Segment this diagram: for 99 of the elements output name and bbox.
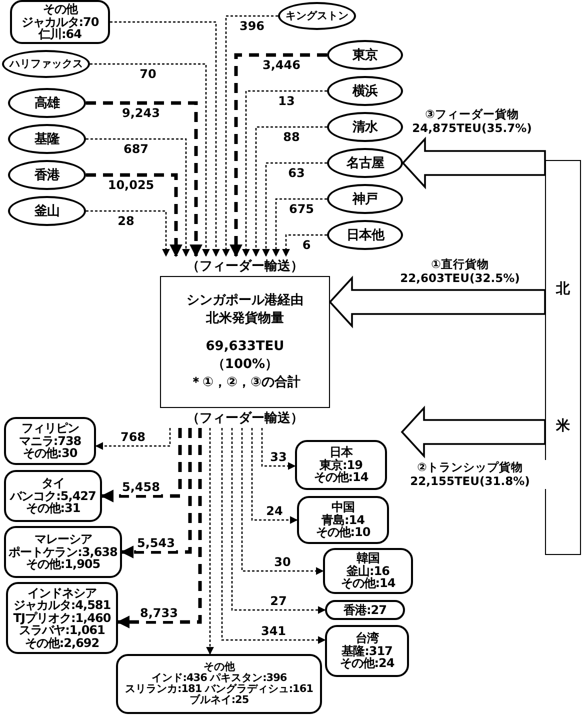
cargo-text: その他:30 <box>22 447 78 460</box>
arrow <box>90 63 210 257</box>
arrow <box>261 428 296 470</box>
region-box <box>295 440 387 490</box>
arrow <box>95 428 171 450</box>
edge-label: 8,733 <box>139 606 179 621</box>
cargo-text: マレーシア <box>34 533 92 546</box>
port-name: キングストン <box>286 9 348 23</box>
cargo-text: バンコク:5,427 <box>10 490 96 502</box>
cargo-text: ジャカルタ:4,581 <box>13 599 111 612</box>
port-name: 横浜 <box>352 83 378 100</box>
port-name: 東京 <box>352 46 378 64</box>
cargo-text: その他:14 <box>314 471 368 484</box>
edge-label: 9,243 <box>121 106 161 121</box>
arrow <box>86 210 170 257</box>
cargo-text: 中国 <box>332 501 354 514</box>
cargo-text: マニラ:738 <box>18 434 82 448</box>
port-name: 日本他 <box>346 227 384 244</box>
cargo-text: 仁川:64 <box>38 28 82 41</box>
cargo-text: その他:31 <box>26 502 80 515</box>
cargo-text: インド:436 パキスタン:396 <box>151 672 287 684</box>
cargo-text: その他 <box>42 3 78 16</box>
total-text: 69,633TEU <box>206 338 284 356</box>
cargo-text: その他:1,905 <box>26 558 100 571</box>
edge-label: 3,446 <box>262 58 302 73</box>
port-name: 清水 <box>352 119 378 136</box>
arrow <box>86 101 202 258</box>
total-text: （100%） <box>212 356 278 374</box>
region-name: 北 <box>556 280 570 298</box>
region-box <box>116 654 322 714</box>
cargo-text: その他:24 <box>340 657 394 670</box>
box-title: 北米発貨物量 <box>206 310 284 328</box>
arrow <box>100 428 182 502</box>
cargo-text: 韓国 <box>356 552 380 565</box>
arrow <box>262 162 327 257</box>
arrow <box>110 21 220 257</box>
cargo-text: その他:14 <box>340 577 396 590</box>
cargo-text: 東京:19 <box>320 458 362 472</box>
arrow <box>120 428 192 558</box>
port-name: 香港 <box>34 167 60 184</box>
edge-label: 5,543 <box>136 536 176 551</box>
edge-label: 10,025 <box>106 178 156 193</box>
arrow <box>272 198 327 257</box>
cargo-text: フィリピン <box>21 422 79 435</box>
cargo-text: 台湾 <box>356 632 378 645</box>
cargo-text: インドネシア <box>28 586 96 600</box>
cargo-text: ジャカルタ:70 <box>21 16 99 28</box>
region-box <box>323 548 413 594</box>
block-arrow <box>402 136 546 190</box>
region-name: 米 <box>556 417 570 435</box>
arrow <box>86 173 182 258</box>
region-box <box>10 0 110 44</box>
region-box <box>4 470 102 522</box>
arrow <box>116 428 202 628</box>
region-box <box>325 625 409 677</box>
port-name: 高雄 <box>34 94 60 112</box>
arrow <box>230 53 327 258</box>
transport-note: （フィーダー輸送） <box>186 410 304 428</box>
port-name: ハリファックス <box>9 57 83 71</box>
cargo-text: その他:2,692 <box>24 636 100 650</box>
region-box <box>325 600 405 620</box>
transport-note: （フィーダー輸送） <box>186 258 304 276</box>
cargo-text: スラバヤ:1,061 <box>19 624 105 637</box>
region-bar <box>545 160 581 555</box>
arrow <box>242 90 327 257</box>
arrow <box>252 126 327 257</box>
arrow <box>221 428 326 644</box>
total-text: ＊①，②，③の合計 <box>189 374 301 392</box>
cargo-text: その他:10 <box>316 526 370 539</box>
port-name: 基隆 <box>34 131 60 148</box>
cargo-text: ポートケラン:3,638 <box>8 546 118 558</box>
arrow <box>282 234 327 257</box>
port-name: 神戸 <box>352 191 378 208</box>
arrow <box>206 428 214 655</box>
box-title: シンガポール港経由 <box>186 292 304 310</box>
cargo-text: 基隆:317 <box>342 644 392 658</box>
block-arrow <box>328 276 546 328</box>
block-arrow <box>400 406 546 458</box>
cargo-text: その他 <box>203 662 235 673</box>
arrow <box>241 428 324 575</box>
arrow <box>222 15 278 257</box>
region-box <box>4 417 96 465</box>
cargo-text: 日本 <box>330 446 352 459</box>
port-name: 釜山 <box>34 203 60 220</box>
cargo-text: 青島:14 <box>322 514 364 526</box>
cargo-text: タイ <box>42 477 64 490</box>
cargo-text: TJプリオク:1,460 <box>13 612 111 624</box>
region-box <box>4 526 122 578</box>
cargo-text: 釜山:16 <box>346 564 390 578</box>
region-box <box>297 496 389 544</box>
arrow <box>86 138 190 257</box>
region-box <box>6 582 118 654</box>
cargo-text: スリランカ:181 バングラディシュ:161 <box>125 684 313 695</box>
arrow <box>251 428 298 524</box>
edge-label: 5,458 <box>121 480 161 495</box>
cargo-text: 香港:27 <box>344 604 386 616</box>
cargo-text: ブルネイ:25 <box>189 695 249 706</box>
port-name: 名古屋 <box>346 155 384 172</box>
arrow <box>231 428 326 614</box>
